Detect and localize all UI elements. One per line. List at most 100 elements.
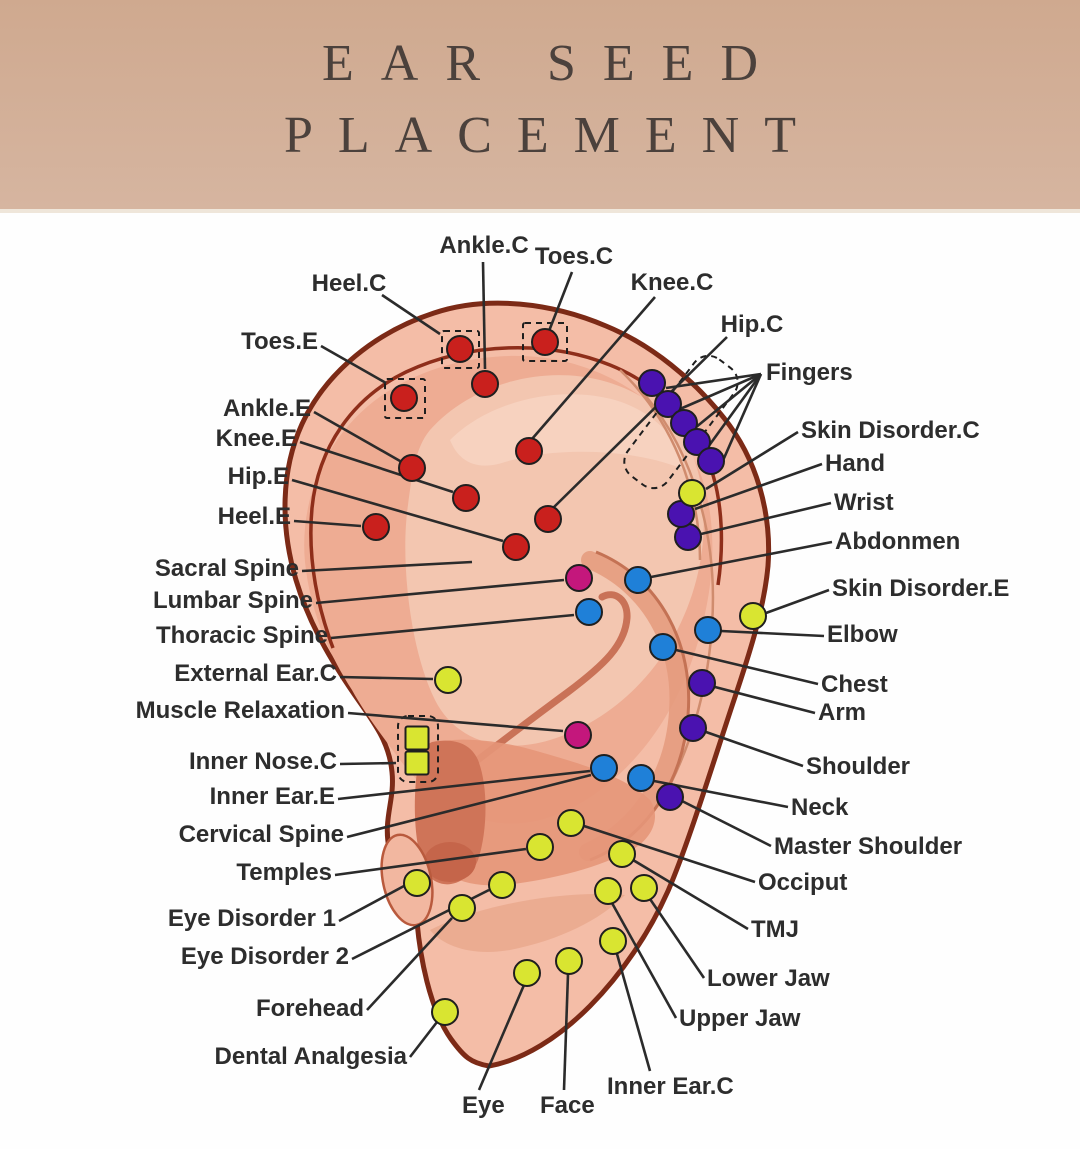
label-ankle-e: Ankle.E bbox=[222, 395, 311, 422]
label-wrist: Wrist bbox=[834, 489, 894, 516]
pointer-line-occiput bbox=[583, 824, 756, 884]
label-thoracic-spine: Thoracic Spine bbox=[155, 622, 328, 649]
pointer-line-toes-e bbox=[320, 344, 387, 385]
shoulder-dot bbox=[679, 714, 707, 742]
pointer-line-face bbox=[562, 973, 570, 1091]
tmj-dot bbox=[608, 840, 636, 868]
ear-center-patch bbox=[405, 375, 704, 746]
arm-dot bbox=[688, 669, 716, 697]
pointer-line-lumbar-spine bbox=[315, 578, 565, 605]
upper-jaw-dot bbox=[594, 877, 622, 905]
occiput-dot bbox=[557, 809, 585, 837]
label-external-ear-c: External Ear.C bbox=[174, 660, 337, 687]
heel-c-box bbox=[441, 330, 480, 369]
seed-dots bbox=[362, 328, 767, 1026]
temples-dot bbox=[526, 833, 554, 861]
pointer-line-ankle-e bbox=[313, 410, 401, 463]
knee-e-dot bbox=[452, 484, 480, 512]
eye-disorder-1-dot bbox=[403, 869, 431, 897]
pointer-line-knee-e bbox=[299, 440, 454, 494]
neck-dot bbox=[627, 764, 655, 792]
fingers-dot bbox=[638, 369, 666, 397]
pointer-line-master-shoulder bbox=[681, 799, 772, 848]
ear-helix-inner-edge bbox=[309, 345, 724, 649]
label-chest: Chest bbox=[821, 671, 888, 698]
chest-dot bbox=[649, 633, 677, 661]
pointer-line-eye bbox=[477, 984, 526, 1091]
label-knee-e: Knee.E bbox=[215, 425, 297, 452]
label-toes-e: Toes.E bbox=[241, 328, 318, 355]
label-occiput: Occiput bbox=[758, 869, 848, 896]
label-upper-jaw: Upper Jaw bbox=[679, 1005, 801, 1032]
ankle-e-dot bbox=[398, 454, 426, 482]
pointer-line-tmj bbox=[632, 858, 749, 931]
label-neck: Neck bbox=[791, 794, 849, 821]
eye-dot bbox=[513, 959, 541, 987]
label-hand: Hand bbox=[825, 450, 885, 477]
pointer-line-heel-c bbox=[381, 293, 441, 336]
pointer-line-forehead bbox=[366, 917, 453, 1011]
label-eye: Eye bbox=[462, 1092, 505, 1119]
label-inner-ear-e: Inner Ear.E bbox=[209, 783, 335, 810]
knee-c-dot bbox=[515, 437, 543, 465]
pointer-line-eye-disorder-1 bbox=[338, 884, 405, 923]
pointer-line-muscle-relaxation bbox=[347, 711, 564, 733]
ear-antitragus-shadow bbox=[430, 894, 625, 952]
pointer-line-fingers bbox=[694, 372, 762, 430]
external-ear-c-dot bbox=[434, 666, 462, 694]
fingers-dot bbox=[670, 409, 698, 437]
pointer-line-shoulder bbox=[705, 730, 804, 768]
fingers-dot bbox=[654, 390, 682, 418]
eye-disorder-2-dot bbox=[488, 871, 516, 899]
pointer-line-inner-nose-c bbox=[339, 761, 397, 766]
pointer-line-toes-c bbox=[547, 271, 574, 332]
forehead-dot bbox=[448, 894, 476, 922]
label-heel-e: Heel.E bbox=[217, 503, 291, 530]
pointer-lines bbox=[291, 261, 833, 1091]
label-eye-disorder-1: Eye Disorder 1 bbox=[167, 905, 336, 932]
title-banner: EAR SEED PLACEMENT bbox=[0, 0, 1080, 213]
inner-nose-box bbox=[397, 715, 439, 783]
pointer-line-fingers bbox=[706, 373, 763, 448]
label-ankle-c: Ankle.C bbox=[439, 232, 529, 259]
pointer-line-abdonmen bbox=[650, 540, 833, 579]
pointer-line-hip-e bbox=[291, 478, 504, 543]
label-hip-c: Hip.C bbox=[720, 311, 784, 338]
pointer-line-cervical-spine bbox=[346, 773, 592, 839]
hip-e-dot bbox=[502, 533, 530, 561]
pointer-line-dental-analgesia bbox=[408, 1021, 439, 1058]
page-title-line1: EAR SEED bbox=[322, 35, 785, 92]
skin-disorder-e-dot bbox=[739, 602, 767, 630]
pointer-line-hand bbox=[694, 462, 823, 511]
pointer-line-thoracic-spine bbox=[330, 613, 575, 640]
fingers-dot bbox=[697, 447, 725, 475]
pointer-line-ankle-c bbox=[481, 261, 487, 370]
wrist-dot bbox=[674, 523, 702, 551]
pointer-line-sacral-spine bbox=[301, 560, 473, 573]
label-knee-c: Knee.C bbox=[630, 269, 714, 296]
ear-canal-deep bbox=[424, 842, 476, 882]
heel-c-dot bbox=[446, 335, 474, 363]
lower-jaw-dot bbox=[630, 874, 658, 902]
skin-disorder-c-dot bbox=[678, 479, 706, 507]
label-muscle-relaxation: Muscle Relaxation bbox=[135, 697, 345, 724]
dental-analgesia-dot bbox=[431, 998, 459, 1026]
pointer-line-arm bbox=[714, 685, 816, 715]
label-elbow: Elbow bbox=[827, 621, 898, 648]
label-hip-e: Hip.E bbox=[227, 463, 289, 490]
pointer-line-fingers bbox=[719, 373, 763, 466]
label-fingers: Fingers bbox=[766, 359, 853, 386]
toes-e-dot bbox=[390, 384, 418, 412]
face-dot bbox=[555, 947, 583, 975]
label-arm: Arm bbox=[818, 699, 867, 726]
label-sacral-spine: Sacral Spine bbox=[154, 555, 299, 582]
toes-e-box bbox=[384, 378, 426, 419]
pointer-line-fingers bbox=[679, 372, 762, 411]
label-inner-ear-c: Inner Ear.C bbox=[607, 1073, 734, 1100]
toes-c-box bbox=[522, 322, 568, 362]
pointer-line-upper-jaw bbox=[610, 902, 678, 1019]
pointer-line-fingers bbox=[665, 372, 762, 390]
pointer-line-lower-jaw bbox=[648, 898, 706, 979]
inner-ear-c-dot bbox=[599, 927, 627, 955]
